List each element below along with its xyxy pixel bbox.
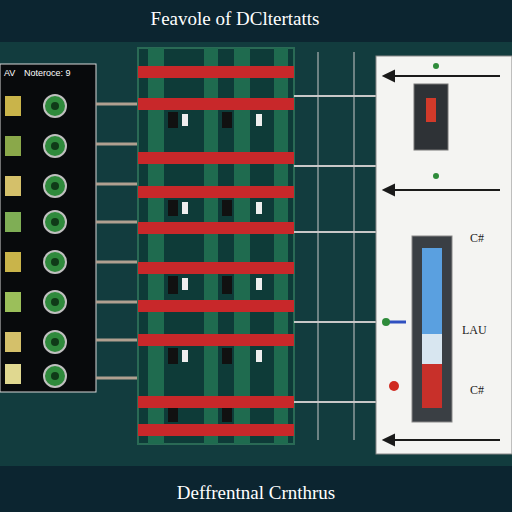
panel-label: LAU (462, 324, 487, 337)
left-wires (96, 104, 138, 378)
panel-label: Noteroce: 9 (24, 69, 71, 79)
panel-label: C# (470, 232, 484, 245)
meter-unit (388, 236, 452, 422)
output-panel: C# LAU C# (376, 56, 512, 454)
control-panel: AV Noteroce: 9 (0, 64, 96, 392)
indicator-column (5, 95, 66, 387)
right-panel (376, 56, 512, 454)
caption-band (0, 466, 512, 512)
module-body (138, 48, 294, 444)
status-dots (382, 63, 439, 391)
title-band (0, 0, 512, 42)
arrows (384, 71, 500, 445)
panel-label: C# (470, 384, 484, 397)
diagram-caption: Deffrentnal Crnthrus (0, 482, 512, 504)
switch-unit (414, 84, 448, 150)
left-panel (0, 64, 96, 392)
diagram-title: Feavole of DCltertatts (0, 8, 470, 30)
red-bars (138, 66, 294, 436)
right-wires (294, 52, 376, 440)
components (168, 112, 262, 422)
panel-label: AV (4, 69, 15, 79)
